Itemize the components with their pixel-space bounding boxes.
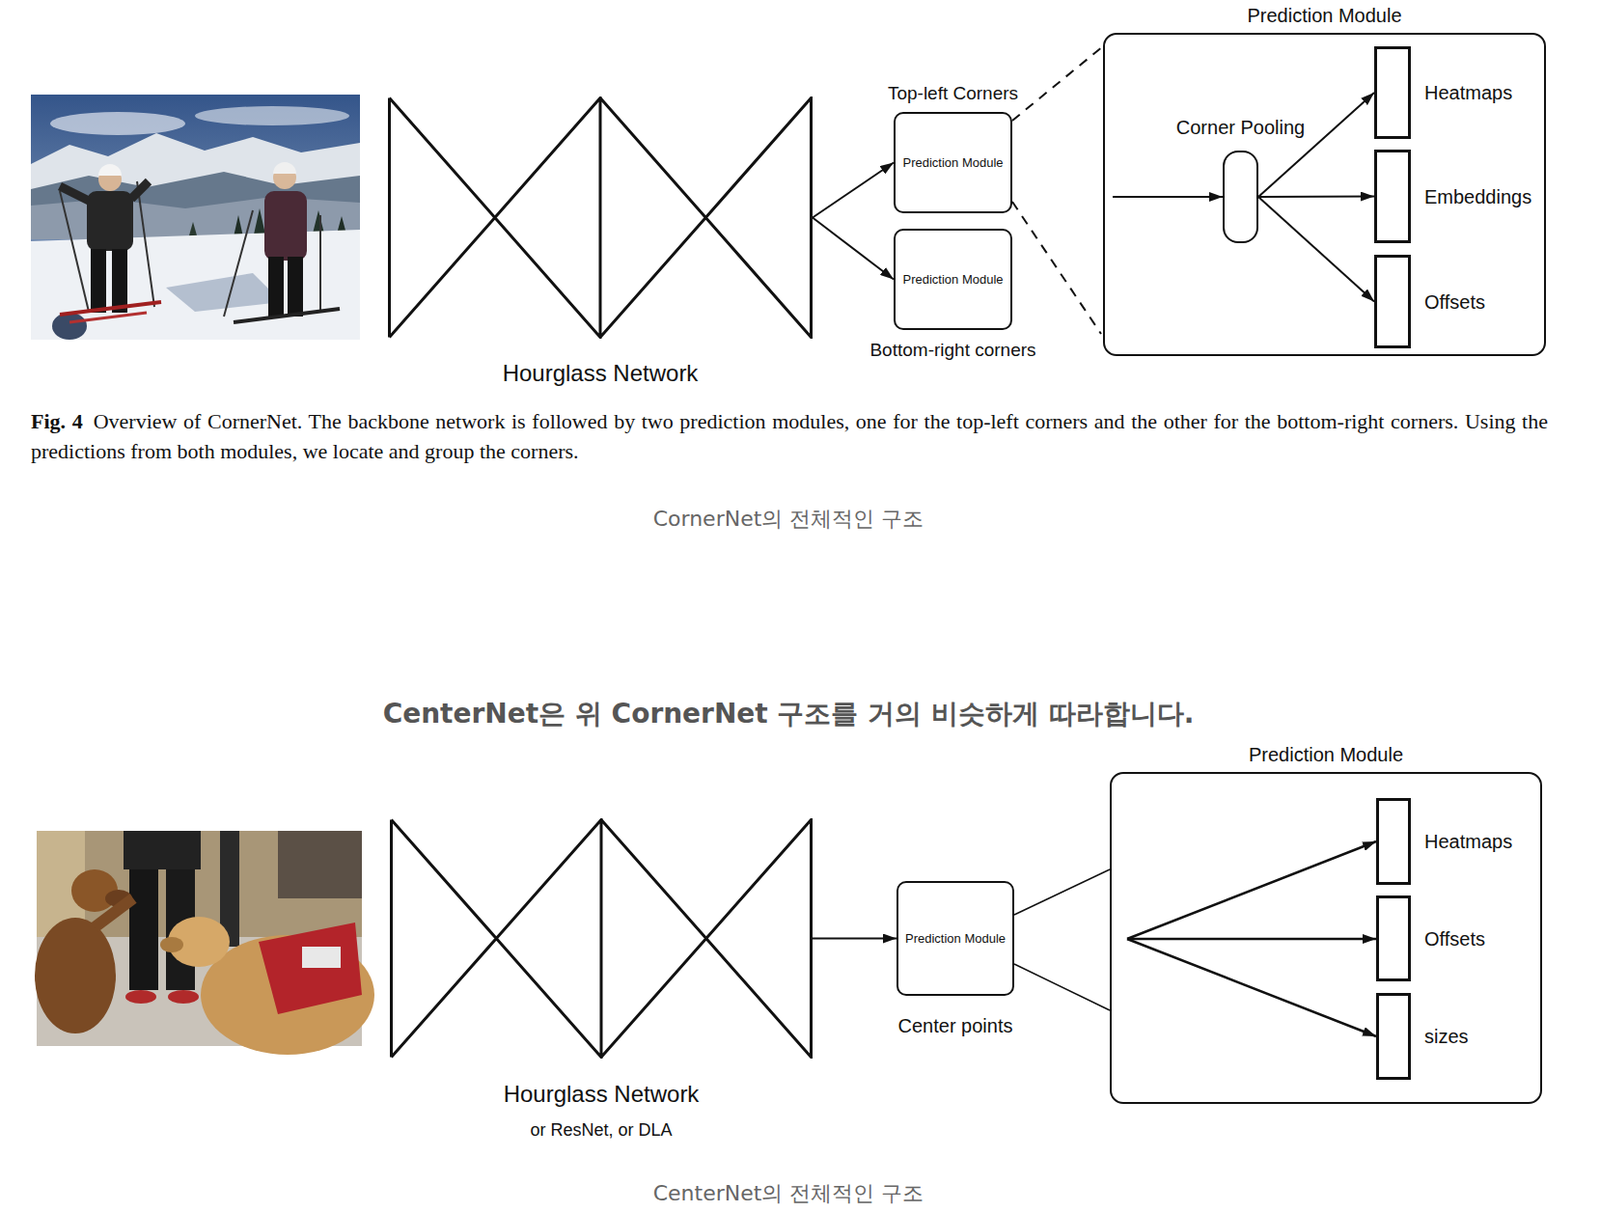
hourglass-stroke — [391, 820, 812, 1058]
illustration-part — [273, 162, 297, 174]
illustration-part — [268, 256, 284, 317]
connector-arrow — [812, 163, 894, 219]
connector-arrow — [1258, 195, 1375, 199]
ski-photo — [30, 94, 360, 340]
caption-text: Overview of CornerNet. The backbone netw… — [30, 409, 1548, 464]
illustration-part — [94, 898, 134, 928]
node-heading: Hourglass Network — [503, 1080, 700, 1109]
illustration-part — [160, 937, 184, 953]
illustration-part — [233, 308, 340, 323]
hourglass-network: Hourglass Network — [387, 96, 813, 339]
illustration-part — [30, 94, 360, 340]
zoom-line — [1012, 46, 1104, 121]
illustration-part — [71, 869, 118, 912]
prediction-module: Prediction ModuleBottom-right corners — [893, 228, 1013, 331]
zoom-line — [1014, 964, 1110, 1011]
hourglass-outline — [389, 818, 813, 1059]
dog-photo — [34, 830, 375, 1055]
connector-arrow — [812, 937, 897, 940]
illustration-part — [223, 210, 253, 317]
input-arrow — [1112, 195, 1223, 198]
illustration-part — [111, 248, 128, 313]
illustration-part — [319, 215, 322, 312]
output-map: sizes — [1376, 993, 1411, 1080]
zoom-line — [1012, 201, 1102, 334]
illustration-part — [98, 164, 122, 176]
node-text: Prediction Module — [902, 272, 1003, 288]
illustration-part — [52, 312, 87, 340]
figure-number: Fig. 4 — [30, 409, 83, 434]
illustration-part — [59, 186, 89, 201]
zoom-line — [1014, 869, 1110, 915]
illustration-part — [50, 111, 186, 136]
node-heading: Heatmaps — [1424, 81, 1513, 105]
illustration-part — [125, 990, 157, 1004]
illustration-part — [69, 312, 147, 323]
illustration-part — [34, 917, 116, 1034]
connector-arrow — [1258, 92, 1375, 197]
illustration-part — [194, 106, 350, 126]
illustration-part — [264, 191, 307, 261]
output-map: Offsets — [1376, 895, 1411, 982]
prediction-module: Top-left CornersPrediction Module — [893, 111, 1013, 214]
figure-subtitle: CornerNet의 전체적인 구조 — [653, 506, 925, 532]
prediction-module: Prediction ModuleCenter points — [896, 881, 1015, 996]
hourglass-outline — [387, 96, 813, 339]
hourglass-network: Hourglass Networkor ResNet, or DLA — [389, 818, 813, 1059]
output-map: Embeddings — [1374, 149, 1411, 244]
prediction-module-detail: Prediction ModuleCorner PoolingHeatmapsE… — [1103, 32, 1546, 357]
node-heading: Embeddings — [1424, 185, 1532, 209]
illustration-part — [59, 191, 89, 312]
node-text: Prediction Module — [902, 155, 1003, 171]
illustration-part — [123, 830, 201, 870]
illustration-part — [287, 256, 304, 317]
node-heading: or ResNet, or DLA — [529, 1120, 672, 1142]
illustration-part — [86, 191, 134, 251]
illustration-part — [165, 273, 282, 312]
node-heading: Center points — [898, 1014, 1014, 1038]
illustration-part — [131, 181, 149, 199]
illustration-part — [90, 248, 107, 313]
node-heading: sizes — [1424, 1024, 1469, 1049]
illustration-part — [302, 946, 341, 968]
fan-arrow — [1127, 841, 1377, 939]
illustration-part — [258, 922, 362, 1015]
node-heading: Corner Pooling — [1176, 115, 1305, 139]
illustration-part — [137, 181, 155, 307]
illustration-part — [167, 990, 199, 1004]
output-map: Heatmaps — [1376, 798, 1411, 885]
corner-pooling: Corner Pooling — [1222, 150, 1259, 244]
fan-arrow — [1127, 937, 1377, 941]
node-text: Prediction Module — [905, 931, 1006, 947]
node-heading: Bottom-right corners — [869, 339, 1036, 362]
section-heading: CenterNet은 위 CornerNet 구조를 거의 비슷하게 따라합니다… — [383, 697, 1195, 731]
node-heading: Offsets — [1424, 927, 1486, 951]
figure-caption: Fig. 4Overview of CornerNet. The backbon… — [30, 406, 1548, 467]
output-map: Offsets — [1374, 254, 1411, 349]
node-heading: Prediction Module — [1246, 3, 1402, 28]
node-heading: Top-left Corners — [887, 82, 1019, 106]
output-map: Heatmaps — [1374, 46, 1411, 139]
node-heading: Prediction Module — [1248, 743, 1404, 767]
connector-arrow — [812, 218, 894, 280]
node-heading: Heatmaps — [1424, 829, 1513, 854]
hourglass-stroke — [389, 98, 812, 338]
figure-subtitle: CenterNet의 전체적인 구조 — [653, 1181, 925, 1207]
illustration-part — [277, 830, 362, 899]
prediction-module-detail: Prediction ModuleHeatmapsOffsetssizes — [1109, 772, 1543, 1104]
illustration-part — [30, 229, 360, 340]
fan-arrow — [1127, 938, 1377, 1037]
node-heading: Hourglass Network — [502, 359, 699, 388]
connector-arrow — [1258, 196, 1375, 303]
node-heading: Offsets — [1424, 290, 1486, 314]
